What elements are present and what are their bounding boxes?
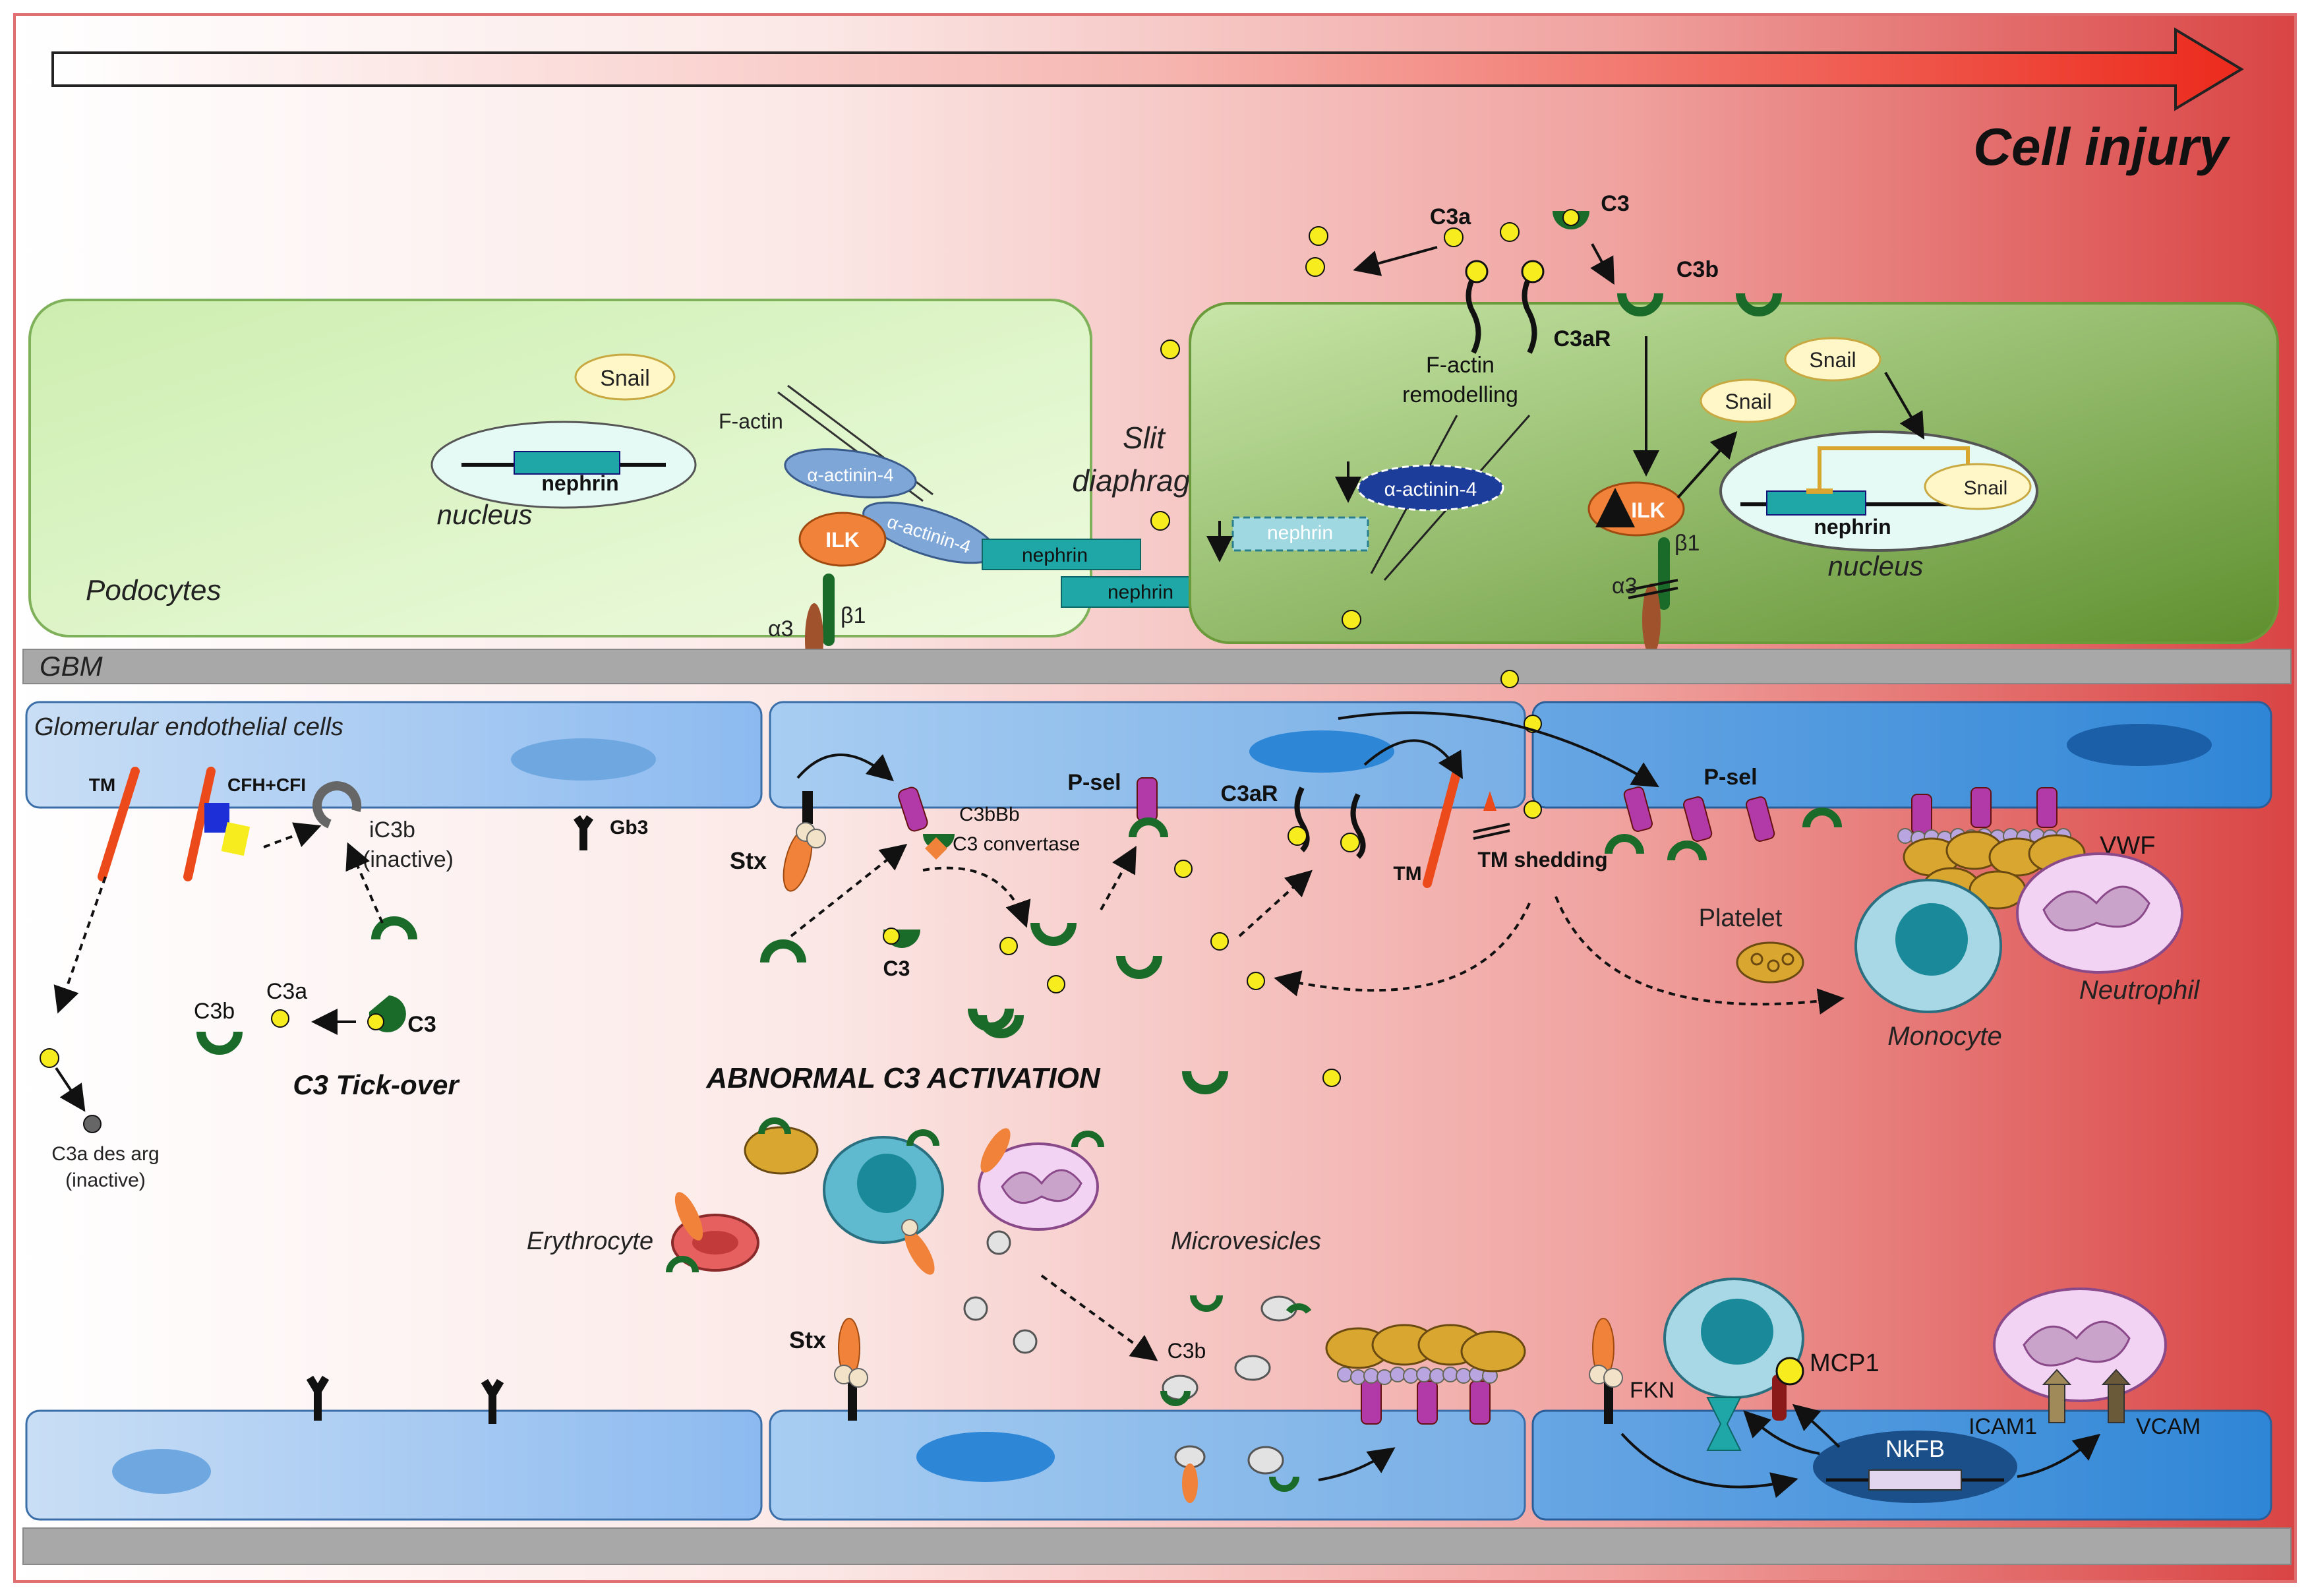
abnormal-activation-heading: ABNORMAL C3 ACTIVATION bbox=[705, 1062, 1100, 1094]
tm-left-label: TM bbox=[89, 775, 115, 795]
tick-over-c3a-label: C3a bbox=[266, 979, 307, 1004]
c3a-des-arg-inactive-label: (inactive) bbox=[65, 1169, 146, 1191]
cfh-cfi-label: CFH+CFI bbox=[227, 775, 306, 795]
neutrophil-label: Neutrophil bbox=[2079, 976, 2200, 1005]
psel-cluster: P-sel VWF Neutrophil bbox=[1605, 765, 2200, 1051]
icam1-label: ICAM1 bbox=[1969, 1414, 2037, 1439]
endothelial-nucleus-2 bbox=[1249, 730, 1394, 773]
circulating-cells: Erythrocyte Microvesicles C3b bbox=[527, 1117, 1321, 1406]
nucleus-injured-label: nucleus bbox=[1828, 550, 1924, 581]
ic3b-label: iC3b bbox=[369, 817, 415, 842]
abnormal-activation: Stx C3bBb C3 convertase C3 P-sel C3aR bbox=[705, 670, 1845, 1094]
ilk-marker bbox=[798, 512, 887, 567]
c3-top-label: C3 bbox=[1601, 191, 1629, 216]
bottom-details: Stx FKN MCP1 bbox=[306, 1278, 2201, 1503]
c3ar-label: C3aR bbox=[1554, 326, 1611, 351]
actinin-reduced-label: α-actinin-4 bbox=[1384, 479, 1477, 500]
nephrin-gene-injured-label: nephrin bbox=[1814, 515, 1891, 539]
nephrin-reduced-label: nephrin bbox=[1267, 522, 1333, 544]
snail-label-3: Snail bbox=[1809, 348, 1856, 372]
c3ar-endothelial-label: C3aR bbox=[1221, 781, 1278, 806]
tick-over-c3b-label: C3b bbox=[194, 999, 235, 1024]
page-title: Cell injury bbox=[1973, 117, 2230, 176]
endothelial-nucleus-1 bbox=[511, 738, 656, 781]
c3-cleavage: C3a C3 C3b bbox=[1353, 191, 1782, 316]
monocyte-label: Monocyte bbox=[1887, 1022, 2001, 1051]
slit-label-1: Slit bbox=[1123, 421, 1166, 455]
c3-activation-label: C3 bbox=[883, 957, 910, 980]
actinin-label-1: α-actinin-4 bbox=[807, 465, 893, 485]
f-actin-remodelling-label-2: remodelling bbox=[1402, 382, 1518, 407]
stx-bottom-label: Stx bbox=[789, 1326, 826, 1353]
snail-up-marker bbox=[1924, 463, 2032, 510]
bottom-endothelial-1 bbox=[25, 1409, 763, 1521]
c3a-top-label: C3a bbox=[1430, 204, 1471, 229]
nephrin-bar-label-1: nephrin bbox=[1022, 545, 1088, 566]
f-actin-remodelling-label-1: F-actin bbox=[1426, 353, 1495, 378]
bottom-nucleus-1 bbox=[112, 1449, 211, 1494]
beta1-injured-label: β1 bbox=[1674, 531, 1700, 556]
fkn-label: FKN bbox=[1630, 1378, 1674, 1403]
bottom-endothelial-2 bbox=[769, 1409, 1526, 1521]
nephrin-bar-label-2: nephrin bbox=[1108, 581, 1173, 603]
platelet-label: Platelet bbox=[1699, 904, 1783, 932]
snail-label: Snail bbox=[600, 366, 650, 391]
f-actin-label: F-actin bbox=[719, 409, 783, 433]
podocyte-right: C3aR F-actin remodelling α-actinin-4 nep… bbox=[1189, 260, 2279, 656]
nkfb-label: NkFB bbox=[1885, 1435, 1945, 1462]
psel-label-2: P-sel bbox=[1703, 765, 1757, 790]
cfi-block bbox=[221, 821, 251, 856]
ic3b-inactive-label: (inactive) bbox=[363, 847, 454, 872]
snail-marker bbox=[574, 353, 676, 401]
bottom-nucleus-2 bbox=[916, 1432, 1055, 1482]
endothelial-label: Glomerular endothelial cells bbox=[34, 713, 343, 741]
ilk-label: ILK bbox=[825, 528, 860, 552]
stx-label: Stx bbox=[730, 847, 767, 874]
vcam-label: VCAM bbox=[2136, 1414, 2201, 1439]
alpha3-injured-label: α3 bbox=[1612, 574, 1638, 599]
c3bbb-label: C3bBb bbox=[959, 804, 1020, 825]
c3-tick-over: C3b C3a C3 C3 Tick-over bbox=[194, 979, 461, 1100]
nkfb-nucleus bbox=[1813, 1431, 2017, 1503]
beta1-label: β1 bbox=[841, 603, 866, 628]
podocytes-label: Podocytes bbox=[86, 574, 221, 606]
actinin-1 bbox=[784, 448, 917, 498]
snail-marker-2 bbox=[1700, 378, 1797, 423]
regulation-left: TM CFH+CFI iC3b (inactive) Gb3 C3a des a… bbox=[40, 767, 648, 1191]
bottom-gbm-band bbox=[22, 1527, 2292, 1565]
microvesicles-label: Microvesicles bbox=[1171, 1227, 1321, 1255]
nucleus-label: nucleus bbox=[437, 499, 533, 530]
nephrin-bar-1 bbox=[982, 539, 1141, 570]
tm-shedding-label: TM shedding bbox=[1477, 848, 1607, 872]
c3-convertase-label: C3 convertase bbox=[953, 833, 1080, 855]
cell-injury-arrow bbox=[51, 27, 2244, 111]
c3a-des-arg-label: C3a des arg bbox=[51, 1143, 159, 1165]
endothelial-nucleus-3 bbox=[2067, 724, 2212, 766]
erythrocyte-label: Erythrocyte bbox=[527, 1227, 653, 1255]
tm-right-label: TM bbox=[1393, 863, 1421, 885]
nephrin-gene-label: nephrin bbox=[541, 471, 618, 495]
nucleus-injured bbox=[1719, 430, 2038, 552]
microvesicle-c3b-label: C3b bbox=[1168, 1339, 1206, 1363]
gbm-band bbox=[22, 649, 2292, 684]
gbm-label: GBM bbox=[40, 651, 103, 682]
snail-marker-3 bbox=[1784, 337, 1881, 382]
c3b-top-label: C3b bbox=[1676, 257, 1719, 282]
alpha3-label: α3 bbox=[768, 616, 794, 641]
snail-up-label: Snail bbox=[1964, 477, 2008, 499]
mcp1-label: MCP1 bbox=[1810, 1349, 1880, 1377]
psel-label-1: P-sel bbox=[1067, 770, 1121, 795]
gb3-label: Gb3 bbox=[610, 817, 648, 839]
tick-over-c3-label: C3 bbox=[407, 1012, 436, 1037]
beta1-integrin bbox=[823, 574, 835, 646]
endothelial-cell-3 bbox=[1531, 701, 2272, 809]
free-complement bbox=[968, 222, 1520, 1032]
cfh-block bbox=[204, 803, 229, 833]
nephrin-reduced bbox=[1231, 516, 1369, 552]
ilk-up-label: ILK bbox=[1631, 498, 1665, 522]
tick-over-label: C3 Tick-over bbox=[293, 1069, 460, 1100]
podocyte-left: Podocytes Snail nephrin nucleus F-actin … bbox=[28, 299, 1220, 676]
snail-label-2: Snail bbox=[1725, 390, 1771, 413]
